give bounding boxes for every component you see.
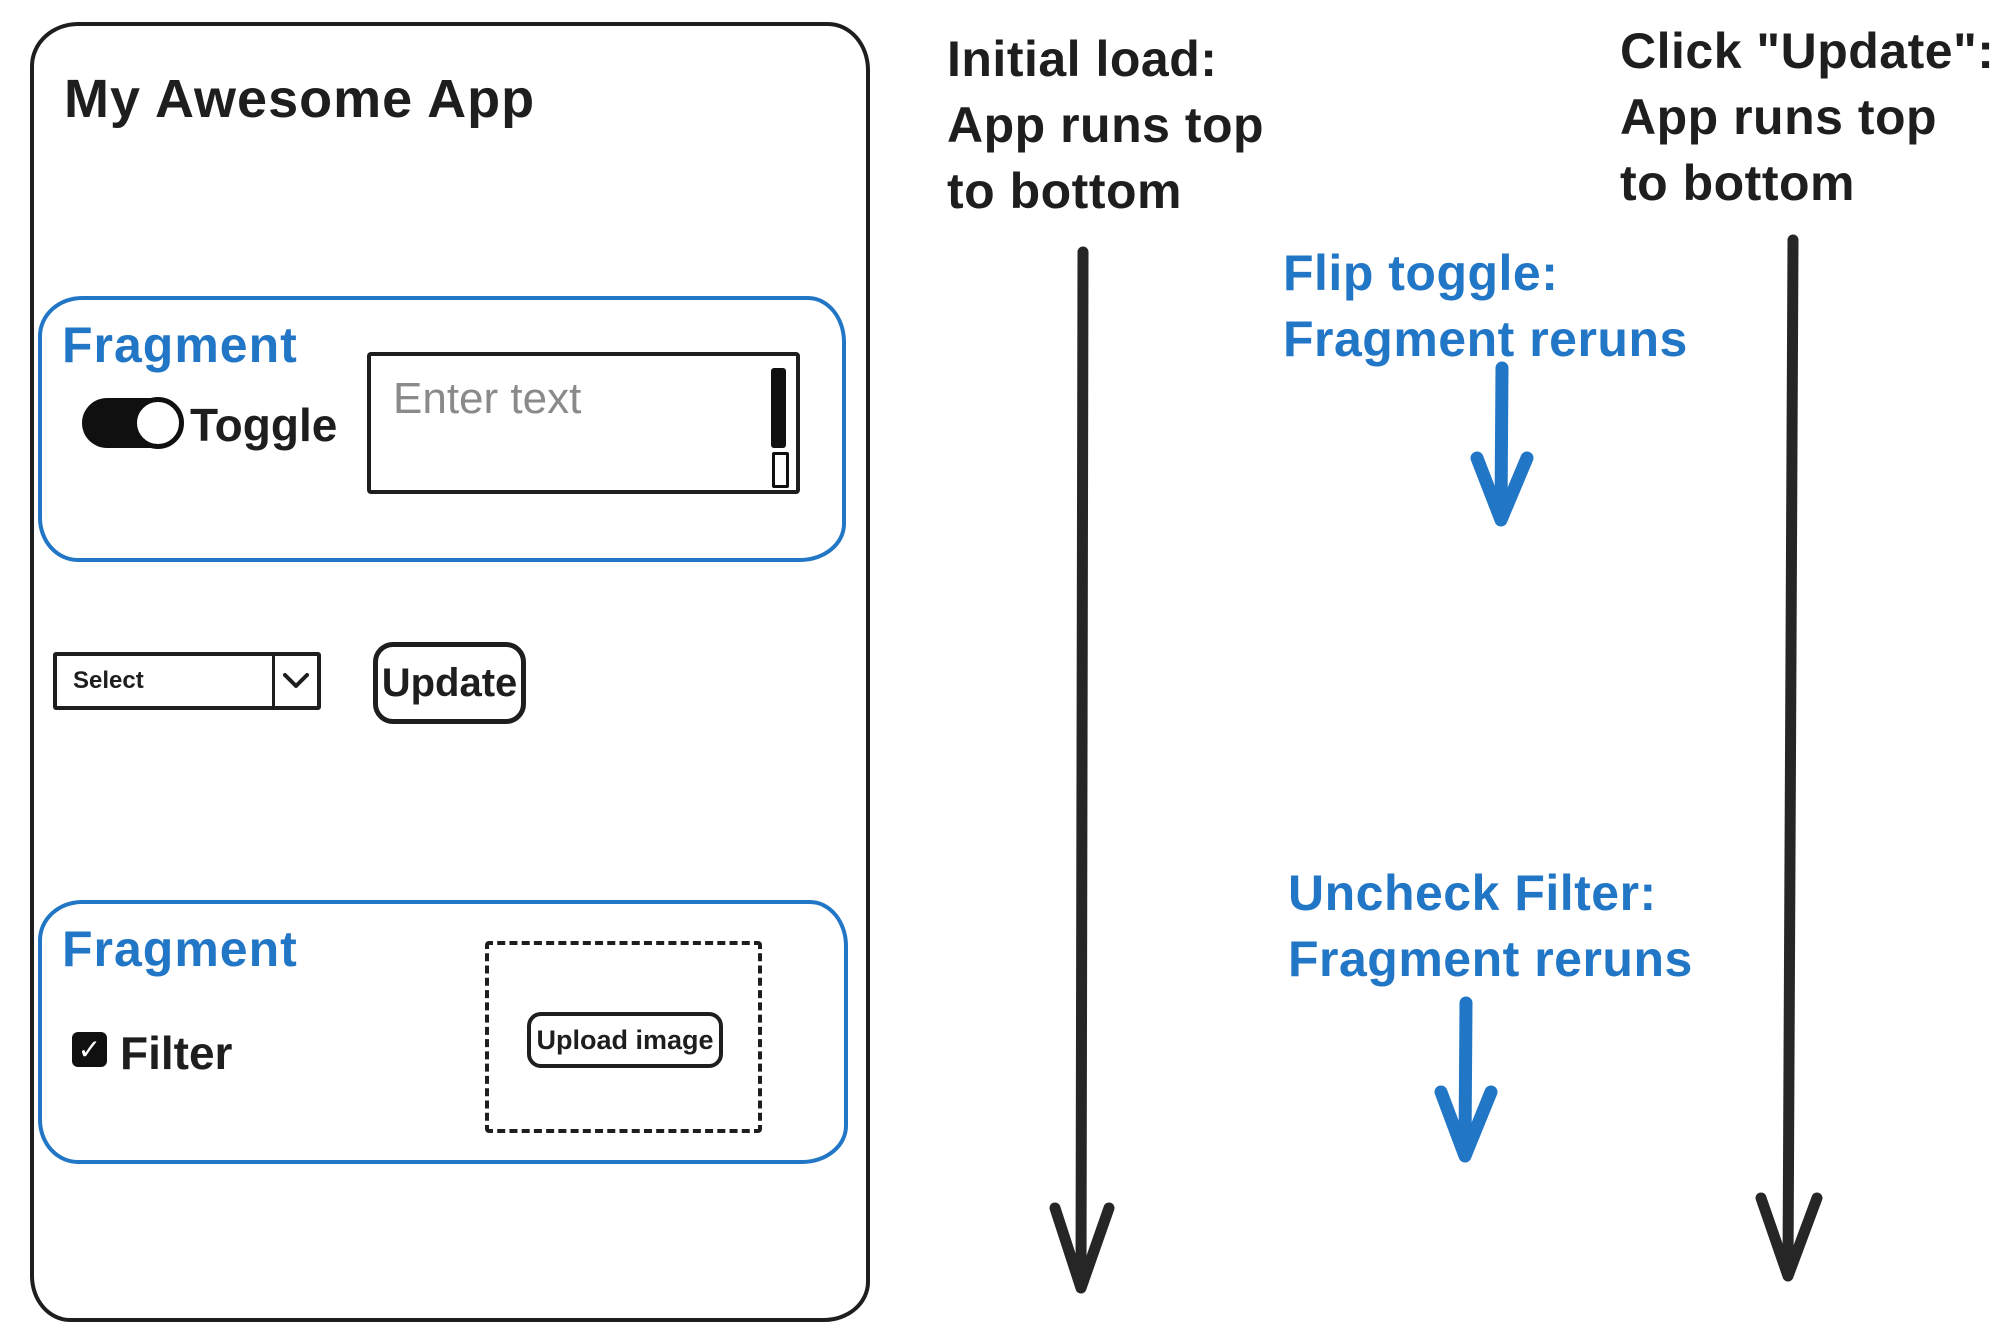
- upload-image-button[interactable]: Upload image: [527, 1012, 723, 1068]
- chevron-down-icon: [283, 673, 309, 688]
- annotation-line: to bottom: [947, 163, 1182, 219]
- annotation-click-update: Click "Update": App runs top to bottom: [1620, 18, 1994, 216]
- toggle-knob-icon: [132, 397, 184, 449]
- annotation-line: Uncheck Filter:: [1288, 865, 1657, 921]
- annotation-line: App runs top: [1620, 89, 1938, 145]
- update-button-label: Update: [381, 660, 518, 705]
- check-icon: ✓: [77, 1034, 102, 1065]
- initial-load-arrow: [1049, 246, 1115, 1294]
- scrollbar[interactable]: [771, 368, 789, 488]
- toggle-switch[interactable]: [82, 397, 184, 449]
- select-value: Select: [73, 667, 144, 694]
- filter-checkbox[interactable]: ✓: [72, 1032, 107, 1067]
- uncheck-filter-arrow: [1434, 996, 1498, 1163]
- toggle-label: Toggle: [190, 399, 338, 451]
- annotation-line: Flip toggle:: [1283, 245, 1559, 301]
- annotation-line: to bottom: [1620, 155, 1855, 211]
- select-dropdown[interactable]: Select: [53, 652, 321, 710]
- app-title: My Awesome App: [64, 69, 536, 129]
- annotation-line: Fragment reruns: [1283, 311, 1688, 367]
- text-input[interactable]: Enter text: [367, 352, 800, 494]
- fragment-label-top: Fragment: [62, 317, 298, 373]
- filter-label: Filter: [120, 1027, 233, 1079]
- annotation-initial-load: Initial load: App runs top to bottom: [947, 26, 1264, 224]
- annotation-line: Fragment reruns: [1288, 931, 1693, 987]
- upload-image-button-label: Upload image: [536, 1024, 714, 1055]
- annotation-line: App runs top: [947, 97, 1265, 153]
- flip-toggle-arrow: [1470, 361, 1534, 527]
- scrollbar-track[interactable]: [772, 452, 789, 488]
- annotation-line: Initial load:: [947, 31, 1218, 87]
- scrollbar-thumb[interactable]: [771, 368, 786, 448]
- fragment-label-bottom: Fragment: [62, 921, 298, 977]
- annotation-line: Click "Update":: [1620, 23, 1995, 79]
- annotation-flip-toggle: Flip toggle: Fragment reruns: [1283, 240, 1688, 372]
- text-input-placeholder: Enter text: [393, 374, 582, 423]
- click-update-arrow: [1755, 234, 1823, 1282]
- annotation-uncheck-filter: Uncheck Filter: Fragment reruns: [1288, 860, 1693, 992]
- select-arrow-zone[interactable]: [272, 656, 317, 706]
- update-button[interactable]: Update: [373, 642, 526, 724]
